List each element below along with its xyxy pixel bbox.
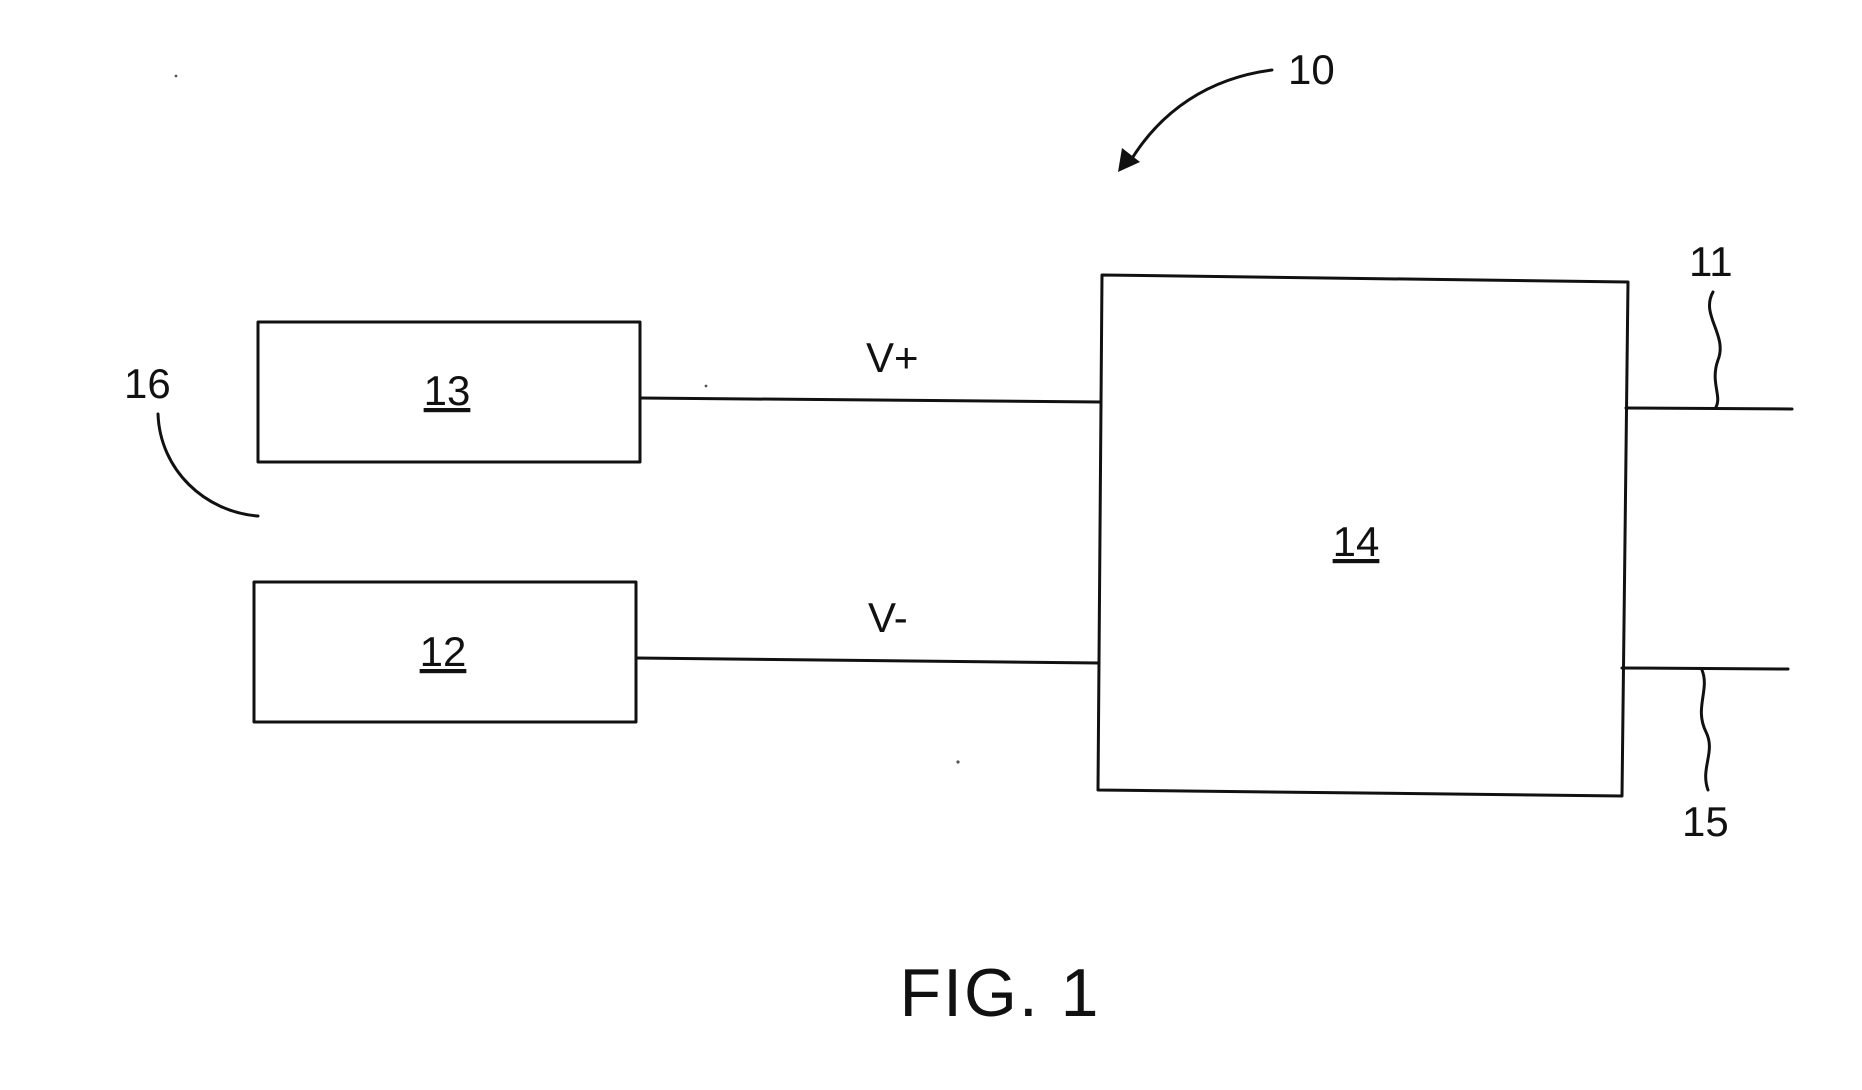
scan-speck bbox=[175, 75, 178, 78]
figure-caption: FIG. 1 bbox=[900, 955, 1101, 1031]
vplus-label: V+ bbox=[866, 334, 919, 381]
scan-speck bbox=[956, 760, 959, 763]
output-top-line bbox=[1626, 408, 1792, 409]
ref-output-top-label: 11 bbox=[1689, 238, 1733, 285]
scan-speck bbox=[705, 385, 708, 388]
ref-pair-leader bbox=[158, 414, 258, 516]
block-13-label: 13 bbox=[424, 367, 471, 414]
block-12-label: 12 bbox=[420, 628, 467, 675]
ref-output-top-leader bbox=[1709, 292, 1720, 407]
vplus-line bbox=[640, 398, 1101, 402]
ref-device-arrow bbox=[1128, 70, 1272, 165]
output-bottom-line bbox=[1622, 668, 1788, 669]
ref-output-bottom-leader bbox=[1701, 670, 1709, 790]
vminus-line bbox=[636, 658, 1099, 663]
vminus-label: V- bbox=[868, 594, 908, 641]
ref-output-bottom-label: 15 bbox=[1682, 798, 1729, 845]
ref-pair-label: 16 bbox=[124, 360, 171, 407]
ref-device-label: 10 bbox=[1288, 46, 1335, 93]
block-14-label: 14 bbox=[1333, 518, 1380, 565]
